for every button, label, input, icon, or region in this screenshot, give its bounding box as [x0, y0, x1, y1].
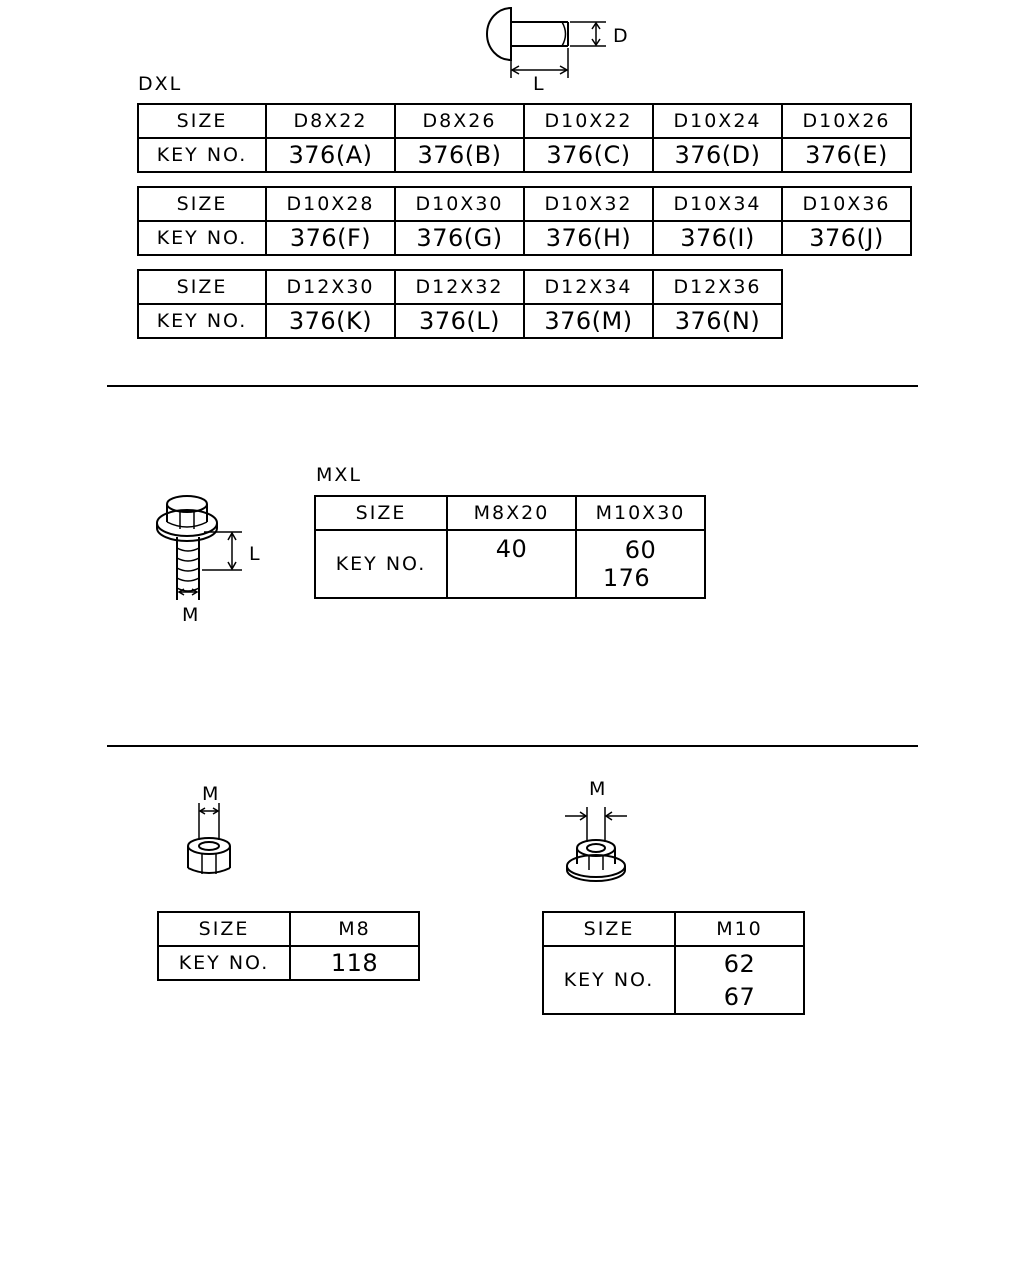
size-header: SIZE — [137, 186, 267, 222]
nut-m10-table: SIZE M10 KEY NO. 62 67 — [542, 911, 805, 1015]
key-cell: 376(M) — [523, 303, 654, 339]
key-no-header: KEY NO. — [137, 220, 267, 256]
size-cell: M10 — [674, 911, 805, 947]
dimension-m-label: M — [182, 604, 201, 626]
size-cell: D8X26 — [394, 103, 525, 139]
size-cell: D12X32 — [394, 269, 525, 305]
nut-m8-table: SIZE M8 KEY NO. 118 — [157, 911, 420, 981]
section-divider — [107, 745, 918, 747]
dxl-table-1: SIZE D8X22 D8X26 D10X22 D10X24 D10X26 KE… — [137, 103, 912, 173]
size-cell: D10X26 — [781, 103, 912, 139]
key-cell: 376(A) — [265, 137, 396, 173]
key-cell: 376(B) — [394, 137, 525, 173]
dimension-m-label: M — [202, 783, 221, 805]
key-cell: 376(L) — [394, 303, 525, 339]
key-cell: 376(J) — [781, 220, 912, 256]
key-no-header: KEY NO. — [137, 303, 267, 339]
key-cell: 62 — [674, 945, 805, 980]
size-header: SIZE — [314, 495, 448, 531]
dimension-m-label: M — [589, 778, 608, 800]
dimension-l-label: L — [533, 73, 546, 95]
size-cell: M8 — [289, 911, 420, 947]
mxl-table: SIZE M8X20 M10X30 KEY NO. 40 60 176 — [314, 495, 706, 599]
key-cell: 376(F) — [265, 220, 396, 256]
hex-nut-diagram — [187, 803, 231, 874]
key-cell: 376(G) — [394, 220, 525, 256]
flange-bolt-diagram — [156, 495, 242, 600]
key-cell: 376(K) — [265, 303, 396, 339]
rivet-pin-diagram — [486, 6, 606, 78]
dxl-table-2: SIZE D10X28 D10X30 D10X32 D10X34 D10X36 … — [137, 186, 912, 256]
flange-nut-diagram — [565, 807, 627, 882]
dimension-l-label: L — [249, 543, 262, 565]
key-cell: 376(H) — [523, 220, 654, 256]
size-cell: D10X28 — [265, 186, 396, 222]
size-header: SIZE — [137, 269, 267, 305]
dimension-d-label: D — [613, 25, 630, 47]
key-cell: 376(N) — [652, 303, 783, 339]
size-cell: D10X30 — [394, 186, 525, 222]
mxl-title: MXL — [316, 464, 362, 486]
key-cell: 376(D) — [652, 137, 783, 173]
key-value: 40 — [495, 535, 528, 563]
key-no-header: KEY NO. — [137, 137, 267, 173]
key-cell: 376(E) — [781, 137, 912, 173]
section-divider — [107, 385, 918, 387]
size-cell: D10X22 — [523, 103, 654, 139]
dxl-table-3: SIZE D12X30 D12X32 D12X34 D12X36 KEY NO.… — [137, 269, 783, 339]
key-value: 176 — [602, 564, 651, 592]
dxl-title: DXL — [138, 73, 183, 95]
key-cell: 376(I) — [652, 220, 783, 256]
size-cell: D12X30 — [265, 269, 396, 305]
size-cell: D12X36 — [652, 269, 783, 305]
size-header: SIZE — [157, 911, 291, 947]
size-header: SIZE — [137, 103, 267, 139]
key-no-header: KEY NO. — [542, 945, 676, 1015]
size-header: SIZE — [542, 911, 676, 947]
key-no-header: KEY NO. — [157, 945, 291, 981]
size-cell: D10X24 — [652, 103, 783, 139]
key-cell: 40 — [446, 529, 577, 599]
size-cell: D10X36 — [781, 186, 912, 222]
key-cell: 376(C) — [523, 137, 654, 173]
key-cell: 67 — [674, 980, 805, 1015]
size-cell: D8X22 — [265, 103, 396, 139]
key-cell: 118 — [289, 945, 420, 981]
size-cell: M10X30 — [575, 495, 706, 531]
size-cell: D12X34 — [523, 269, 654, 305]
key-cell: 60 176 — [575, 529, 706, 599]
key-no-header: KEY NO. — [314, 529, 448, 599]
size-cell: D10X32 — [523, 186, 654, 222]
size-cell: M8X20 — [446, 495, 577, 531]
size-cell: D10X34 — [652, 186, 783, 222]
key-value: 60 — [624, 536, 657, 564]
